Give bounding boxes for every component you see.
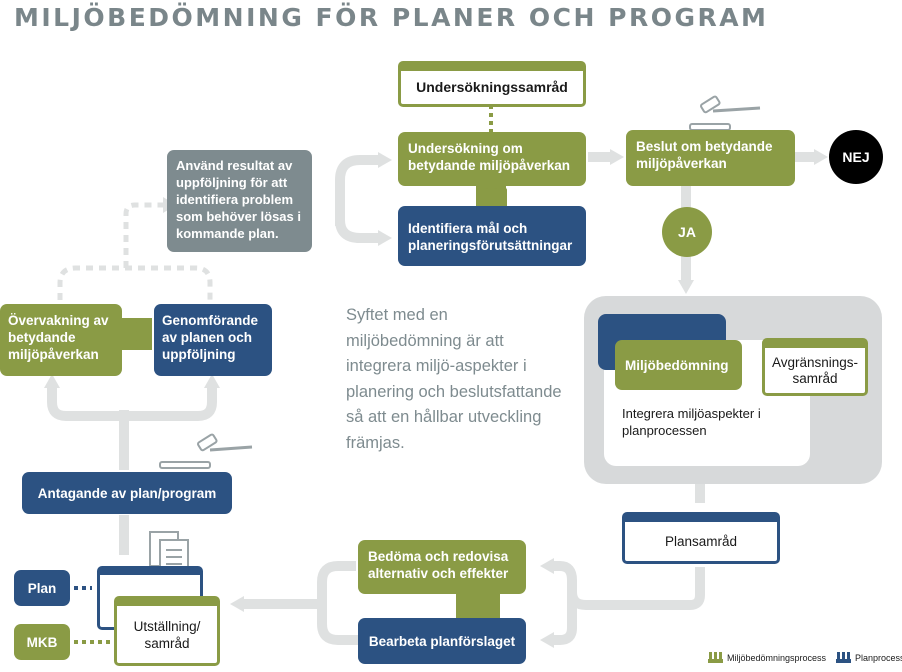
plan-box: Plan (14, 570, 70, 606)
bedoma-box: Bedöma och redovisa alternativ och effek… (358, 540, 526, 594)
connector-bridge-undersokning (476, 186, 506, 206)
arrow-head-beslut (610, 149, 624, 165)
connector-loop-bedoma (317, 561, 358, 645)
plansamrad-box: Plansamråd (622, 512, 780, 564)
connector-to-undersokning (335, 155, 380, 226)
legend-green-label: Miljöbedömningsprocess (727, 652, 827, 663)
nej-circle: NEJ (829, 130, 883, 184)
undersokningssamrad-box: Undersökningssamråd (398, 61, 586, 107)
gavel-icon-top (689, 95, 761, 131)
page-title: MILJÖBEDÖMNING FÖR PLANER OCH PROGRAM (14, 3, 769, 32)
arrow-head-genomforande (204, 374, 220, 388)
connector-loop-bearbeta (552, 592, 577, 645)
integrera-text: Integrera miljöaspekter i planprocessen (622, 406, 761, 438)
genomforande-box: Genomförande av planen och uppföljning (154, 304, 272, 376)
miljobedomning-box: Miljöbedömning (615, 340, 742, 390)
gavel-icon-bottom (159, 433, 253, 469)
utstallning-box: Utställning/ samråd (114, 596, 220, 666)
purpose-text: Syftet med en miljöbedömning är att inte… (346, 306, 562, 452)
legend-blue: Planprocess (836, 652, 902, 663)
arrow-head-undersokning (378, 152, 392, 168)
anvand-resultat-box: Använd resultat av uppföljning för att i… (167, 150, 312, 252)
bearbeta-box: Bearbeta planförslaget (358, 618, 526, 664)
connector-split (47, 385, 217, 421)
arrow-head-identifiera (378, 230, 392, 246)
dashed-loop-bottom (57, 265, 213, 300)
green-comb-icon (708, 652, 723, 663)
antagande-box: Antagande av plan/program (22, 472, 232, 514)
beslut-box: Beslut om betydande miljöpåverkan (626, 130, 795, 186)
blue-comb-icon (836, 652, 851, 663)
overvakning-box: Övervakning av betydande miljöpåverkan (0, 304, 122, 376)
comb-undersokning (476, 188, 507, 212)
comb-bedoma (460, 592, 494, 616)
arrow-head-nej (814, 149, 828, 165)
avgransningssamrad-box: Avgränsnings-samråd (762, 338, 868, 396)
arrow-head-utstallning (230, 596, 244, 612)
documents-icon (149, 531, 189, 575)
ja-circle: JA (662, 207, 712, 257)
undersokning-box: Undersökning om betydande miljöpåverkan (398, 132, 586, 186)
arrow-head-integrera (678, 280, 694, 294)
mkb-box: MKB (14, 624, 70, 660)
arrow-head-bearbeta (540, 632, 554, 648)
arrow-head-overvakning (44, 374, 60, 388)
connector-to-identifiera (335, 219, 380, 243)
dashed-loop-up (123, 202, 165, 268)
arrow-head-bedoma (540, 558, 554, 574)
identifiera-box: Identifiera mål och planeringsförutsättn… (398, 206, 586, 266)
legend-blue-label: Planprocess (855, 652, 902, 663)
legend-green: Miljöbedömningsprocess (708, 652, 826, 663)
